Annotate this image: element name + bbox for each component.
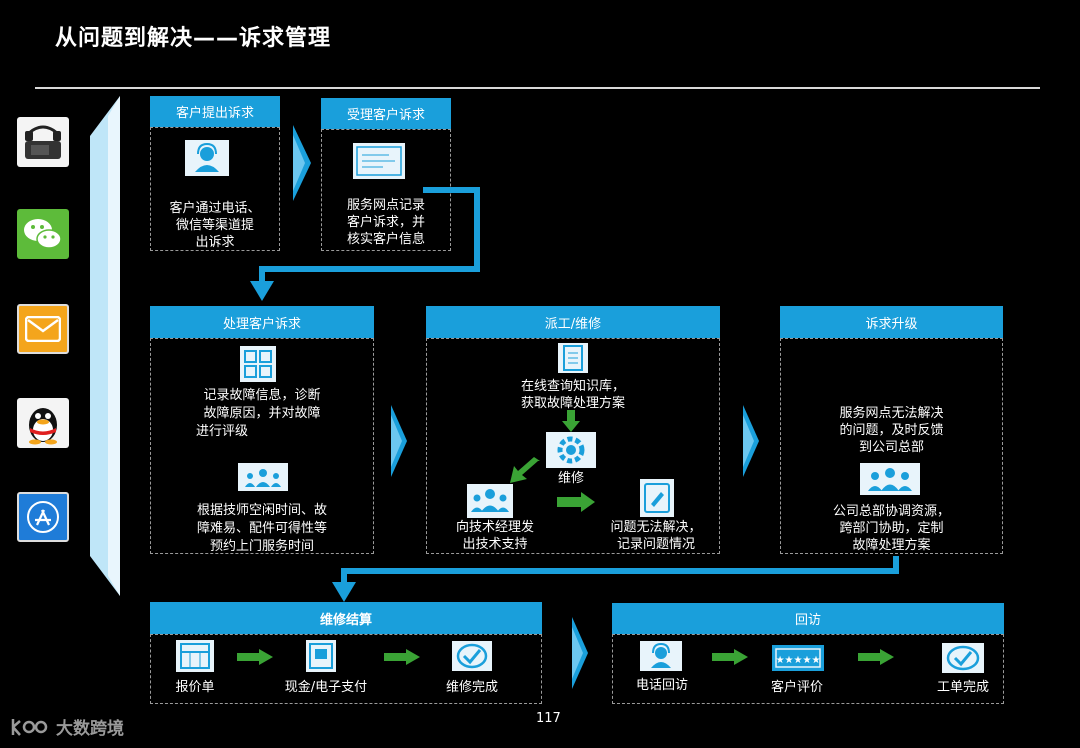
escalate-text-a1: 服务网点无法解决	[839, 406, 944, 421]
handle-text-b3: 预约上门服务时间	[209, 539, 314, 554]
phone-icon	[17, 117, 69, 167]
settle-step1-label: 报价单	[175, 680, 215, 695]
green-arrow-down-icon	[562, 410, 580, 432]
handle-text-a: 记录故障信息，诊断 故障原因，并对故障 进行评级	[150, 387, 374, 441]
payment-icon	[306, 640, 336, 672]
handle-text-a2: 故障原因，并对故障	[203, 406, 321, 421]
check-complete-icon	[942, 643, 984, 673]
chevron-right-icon	[293, 125, 311, 201]
green-arrow-right-icon	[384, 649, 420, 665]
unresolved-text: 问题无法解决， 记录问题情况	[596, 519, 716, 553]
submit-text-line3: 出诉求	[195, 235, 235, 250]
brand-logo-icon	[11, 718, 48, 736]
submit-box	[150, 127, 280, 251]
header-accept: 受理客户诉求	[321, 98, 451, 129]
settle-step3-label: 维修完成	[445, 680, 498, 695]
chevron-right-icon	[572, 617, 588, 689]
settle-box	[150, 634, 542, 704]
headquarters-team-icon	[860, 463, 920, 495]
qq-icon	[17, 398, 69, 448]
channel-funnel-bar	[90, 96, 120, 596]
visit-step1-label: 电话回访	[635, 678, 688, 693]
knowledge-base-icon	[558, 343, 588, 373]
chevron-right-icon	[391, 405, 407, 477]
svg-text:★★★★★: ★★★★★	[776, 655, 821, 666]
escalate-text-a3: 到公司总部	[858, 440, 924, 455]
dispatch-knowledge-line1: 在线查询知识库，	[520, 379, 625, 394]
escalate-text-b2: 跨部门协助，定制	[839, 521, 944, 536]
header-escalate: 诉求升级	[780, 306, 1003, 338]
gear-repair-icon	[546, 432, 596, 468]
tech-support-line2: 出技术支持	[462, 537, 528, 552]
green-arrow-right-icon	[237, 649, 273, 665]
watermark-text: 大数跨境	[56, 719, 124, 739]
repair-label: 维修	[557, 471, 584, 486]
escalate-text-a2: 的问题，及时反馈	[839, 423, 944, 438]
header-handle: 处理客户诉求	[150, 306, 374, 338]
quote-sheet-icon	[176, 640, 214, 672]
handle-text-a3: 进行评级	[195, 424, 248, 439]
escalate-text-a: 服务网点无法解决 的问题，及时反馈 到公司总部	[780, 405, 1003, 456]
escalate-text-b: 公司总部协调资源， 跨部门协助，定制 故障处理方案	[780, 503, 1003, 554]
visit-step3-label: 工单完成	[936, 680, 989, 695]
escalate-text-b3: 故障处理方案	[852, 538, 931, 553]
chevron-right-icon	[743, 405, 759, 477]
tech-support-line1: 向技术经理发	[455, 520, 534, 535]
accept-text-line2: 客户诉求，并	[346, 215, 425, 230]
submit-text-line1: 客户通过电话、	[169, 201, 261, 216]
page-title: 从问题到解决——诉求管理	[55, 26, 332, 51]
accept-text: 服务网点记录 客户诉求，并 核实客户信息	[321, 197, 451, 248]
visit-box	[612, 634, 1004, 704]
flow-connector-2	[332, 556, 899, 602]
watermark-logo: 大数跨境	[10, 714, 124, 739]
dispatch-knowledge-text: 在线查询知识库， 获取故障处理方案	[426, 378, 720, 412]
record-form-icon	[353, 143, 405, 179]
submit-text-line2: 微信等渠道提	[175, 218, 254, 233]
handle-box	[150, 338, 374, 554]
escalate-text-b1: 公司总部协调资源，	[832, 504, 950, 519]
customer-service-icon	[185, 140, 229, 176]
green-arrow-right-icon	[712, 649, 748, 665]
submit-text: 客户通过电话、 微信等渠道提 出诉求	[150, 200, 280, 251]
visit-step2-label: 客户评价	[770, 680, 823, 695]
mail-icon	[17, 304, 69, 354]
edit-record-icon	[640, 479, 674, 517]
header-visit: 回访	[612, 603, 1004, 634]
handle-text-b1: 根据技师空闲时间、故	[196, 503, 327, 518]
dispatch-knowledge-line2: 获取故障处理方案	[520, 396, 625, 411]
header-submit: 客户提出诉求	[150, 96, 280, 127]
escalate-box	[780, 338, 1003, 554]
rating-icon: ★★★★★	[772, 645, 824, 671]
header-settle: 维修结算	[150, 602, 542, 634]
appstore-icon	[17, 492, 69, 542]
wechat-icon	[17, 209, 69, 259]
tech-manager-icon	[467, 484, 513, 518]
header-dispatch: 派工/维修	[426, 306, 720, 338]
phone-visit-icon	[640, 641, 682, 671]
unresolved-line2: 记录问题情况	[616, 537, 695, 552]
check-complete-icon	[452, 641, 492, 671]
page-number: 117	[536, 711, 561, 726]
green-arrow-right-icon	[858, 649, 894, 665]
grid-form-icon	[240, 346, 276, 382]
accept-text-line3: 核实客户信息	[346, 232, 425, 247]
flow-connector-1	[250, 187, 480, 301]
team-schedule-icon	[238, 463, 288, 491]
accept-text-line1: 服务网点记录	[346, 198, 425, 213]
green-arrow-right-icon	[557, 492, 595, 512]
unresolved-line1: 问题无法解决，	[610, 520, 702, 535]
green-arrow-down-left-icon	[510, 457, 540, 483]
handle-text-a1: 记录故障信息，诊断	[203, 388, 321, 403]
settle-step2-label: 现金/电子支付	[284, 680, 368, 695]
tech-support-text: 向技术经理发 出技术支持	[435, 519, 555, 553]
dispatch-box	[426, 338, 720, 554]
title-divider	[35, 87, 1040, 89]
handle-text-b: 根据技师空闲时间、故 障难易、配件可得性等 预约上门服务时间	[150, 502, 374, 556]
handle-text-b2: 障难易、配件可得性等	[196, 521, 327, 536]
